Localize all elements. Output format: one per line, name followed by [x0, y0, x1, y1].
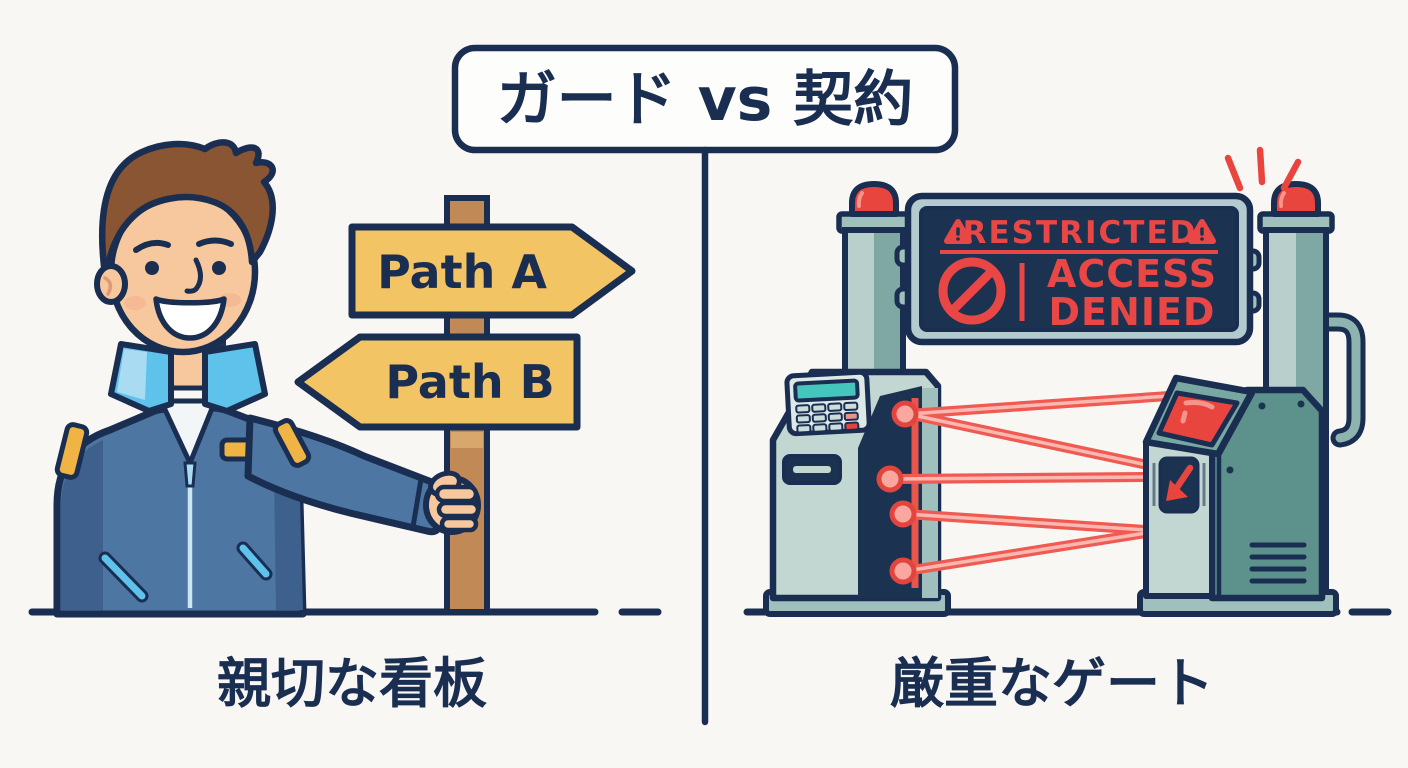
shirt — [158, 398, 218, 466]
ear-inner — [103, 276, 113, 296]
alert-sparks-icon — [1224, 146, 1302, 192]
cuff-line — [410, 478, 424, 528]
zipper-pull — [183, 461, 197, 488]
signpost: Path A Path B — [294, 195, 636, 615]
scanner-highlight — [1183, 400, 1215, 410]
keypad — [784, 369, 872, 437]
hand — [423, 470, 481, 535]
beacon-highlight — [1278, 191, 1286, 208]
kiosk-side-strip — [922, 388, 938, 598]
vent-slats — [1249, 542, 1307, 584]
keypad-buttons — [795, 401, 860, 434]
rivets — [1226, 400, 1305, 474]
scanner-screen — [1156, 390, 1240, 448]
arm-patch-left — [54, 422, 90, 480]
laser-beams — [876, 389, 1203, 585]
cheek-left — [124, 296, 146, 310]
sign-path-a-label: Path A — [377, 245, 547, 299]
entry-kiosk-right — [1137, 374, 1339, 617]
no-entry-icon — [938, 257, 1006, 325]
hair — [98, 139, 276, 270]
card-slot-opening — [793, 466, 831, 473]
pocket-zip-right — [239, 544, 270, 578]
collar-highlight — [117, 349, 147, 400]
title-group: ガード vs 契約 — [451, 44, 959, 726]
access-label: ACCESS — [1047, 252, 1217, 296]
laser-emitters — [876, 400, 919, 585]
eye-left — [145, 261, 159, 275]
sign-path-b — [294, 333, 581, 431]
entry-kiosk-left — [763, 368, 951, 617]
pole-band — [451, 432, 483, 448]
right-caption: 厳重なゲート — [890, 652, 1214, 715]
eyebrow-left — [133, 239, 171, 253]
warning-triangle-icon — [944, 219, 972, 244]
smile-mouth — [153, 296, 227, 341]
eye-right — [212, 261, 226, 275]
keypad-screen — [793, 378, 860, 403]
arm-patch-right — [272, 418, 312, 468]
left-caption: 親切な看板 — [217, 652, 487, 715]
nose — [184, 257, 203, 294]
warning-sign: RESTRICTED ACCESS DENIED — [904, 192, 1254, 346]
page-title: ガード vs 契約 — [497, 65, 914, 135]
collar-right — [202, 341, 268, 414]
sign-path-b-label: Path B — [385, 355, 554, 409]
conduit-inner — [1319, 317, 1361, 443]
left-scene: Path A Path B — [53, 139, 636, 715]
eyebrow-right — [196, 237, 234, 247]
warning-triangle-icon — [1188, 219, 1216, 244]
sign-path-a — [348, 223, 636, 319]
restricted-label: RESTRICTED — [963, 215, 1198, 251]
jacket-shade-left — [61, 440, 103, 610]
pocket-zip-left — [101, 554, 146, 600]
laser-cores — [891, 392, 1200, 573]
down-left-arrow-icon — [1166, 464, 1194, 501]
person — [53, 139, 481, 618]
right-scene: RESTRICTED ACCESS DENIED — [763, 146, 1366, 715]
denied-label: DENIED — [1049, 290, 1216, 334]
beacon-highlight — [856, 191, 864, 208]
scanner-highlight-tick — [1180, 410, 1188, 424]
